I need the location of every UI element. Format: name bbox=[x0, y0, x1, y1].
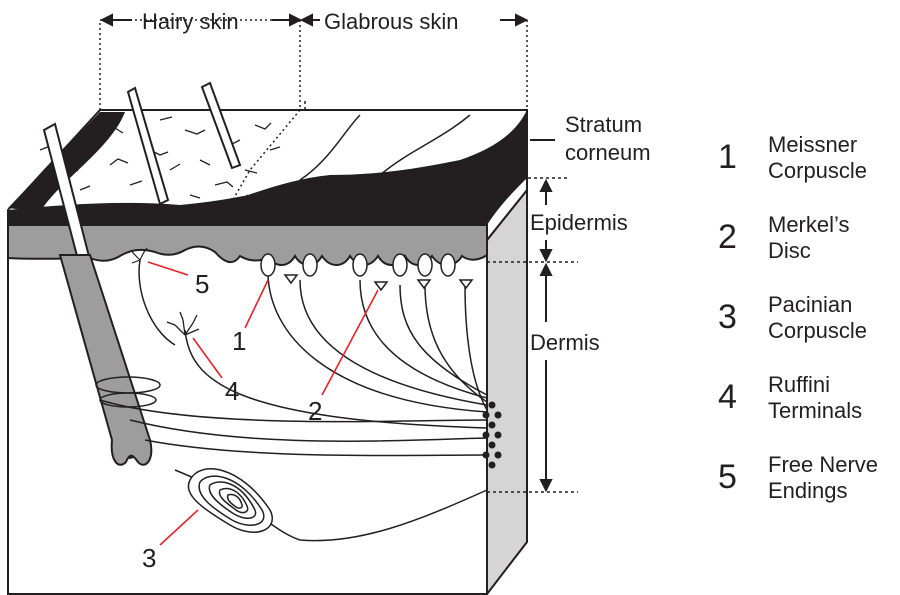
legend-number: 1 bbox=[718, 140, 737, 174]
marker-2: 2 bbox=[308, 396, 322, 426]
legend-label-line2: Terminals bbox=[768, 398, 862, 424]
legend-label: Free Nerve Endings bbox=[768, 452, 878, 504]
stratum-label-line2: corneum bbox=[565, 140, 651, 165]
glabrous-skin-label: Glabrous skin bbox=[324, 9, 459, 34]
legend-label-line2: Corpuscle bbox=[768, 158, 867, 184]
legend-item-pacinian: 3 Pacinian Corpuscle bbox=[718, 292, 898, 372]
marker-5: 5 bbox=[195, 269, 209, 299]
legend-item-meissner: 1 Meissner Corpuscle bbox=[718, 132, 898, 212]
legend-label-line2: Corpuscle bbox=[768, 318, 867, 344]
hair-follicle bbox=[60, 255, 151, 465]
legend-label: Merkel’s Disc bbox=[768, 212, 850, 264]
marker-4: 4 bbox=[225, 376, 239, 406]
legend-label-line2: Endings bbox=[768, 478, 878, 504]
dermis-label: Dermis bbox=[530, 330, 600, 355]
legend-label-line1: Merkel’s bbox=[768, 212, 850, 238]
stratum-label-line1: Stratum bbox=[565, 112, 642, 137]
legend-item-ruffini: 4 Ruffini Terminals bbox=[718, 372, 898, 452]
legend: 1 Meissner Corpuscle 2 Merkel’s Disc 3 P… bbox=[718, 132, 898, 532]
block-side-face bbox=[487, 190, 527, 594]
legend-label: Pacinian Corpuscle bbox=[768, 292, 867, 344]
marker-1: 1 bbox=[232, 326, 246, 356]
epidermis-label: Epidermis bbox=[530, 210, 628, 235]
legend-label-line1: Ruffini bbox=[768, 372, 862, 398]
legend-number: 5 bbox=[718, 460, 737, 494]
legend-label-line1: Pacinian bbox=[768, 292, 867, 318]
legend-label-line1: Meissner bbox=[768, 132, 867, 158]
legend-number: 4 bbox=[718, 380, 737, 414]
nerve-fibers bbox=[100, 260, 487, 541]
legend-label: Ruffini Terminals bbox=[768, 372, 862, 424]
legend-number: 3 bbox=[718, 300, 737, 334]
ruffini-terminals bbox=[167, 312, 199, 335]
legend-label: Meissner Corpuscle bbox=[768, 132, 867, 184]
legend-item-merkel: 2 Merkel’s Disc bbox=[718, 212, 898, 292]
legend-item-free-nerve: 5 Free Nerve Endings bbox=[718, 452, 898, 532]
legend-label-line2: Disc bbox=[768, 238, 850, 264]
marker-3: 3 bbox=[142, 543, 156, 573]
hairy-skin-label: Hairy skin bbox=[142, 9, 239, 34]
legend-number: 2 bbox=[718, 220, 737, 254]
legend-label-line1: Free Nerve bbox=[768, 452, 878, 478]
pacinian-corpuscle bbox=[188, 469, 272, 532]
